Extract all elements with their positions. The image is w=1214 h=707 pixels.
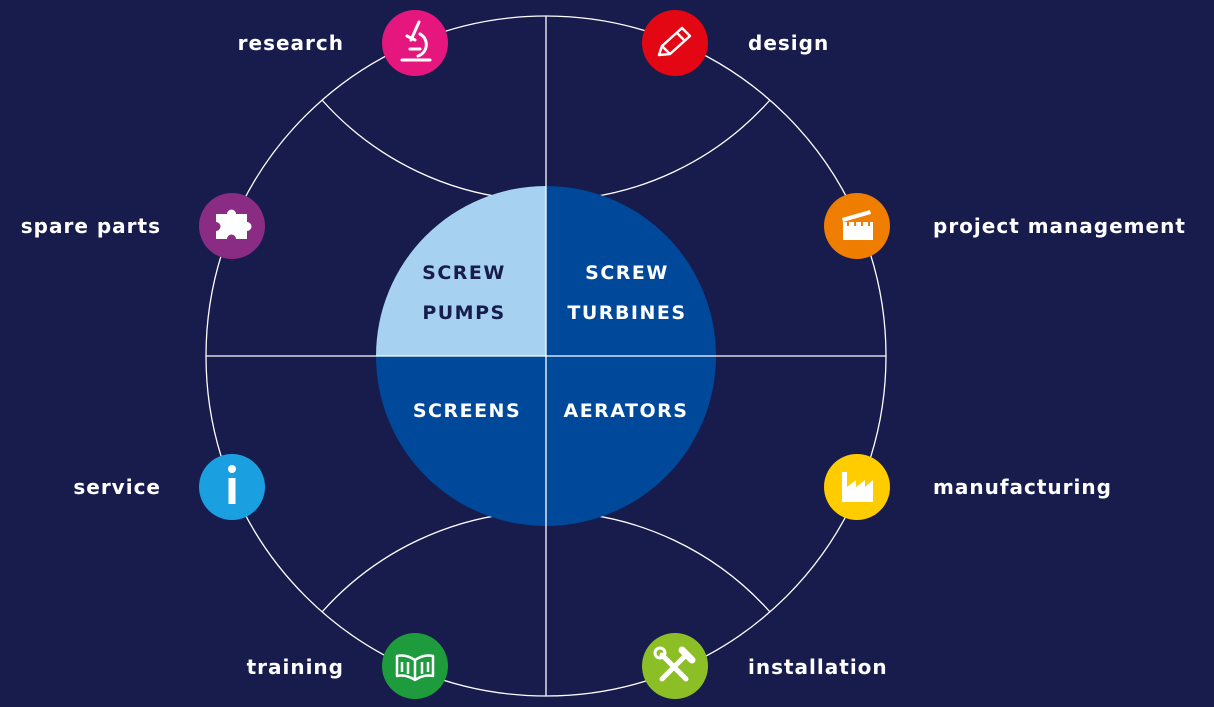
project-management-node[interactable] (824, 193, 890, 259)
service-node[interactable] (199, 454, 265, 520)
book-icon (395, 654, 435, 682)
spare-parts-label: spare parts (20, 214, 161, 238)
spare-parts-node[interactable] (199, 193, 265, 259)
installation-label: installation (748, 655, 888, 679)
segment-screens[interactable] (376, 356, 546, 526)
training-label: training (246, 655, 344, 679)
info-icon (228, 465, 236, 504)
factory-icon (842, 472, 873, 502)
microscope-icon (400, 20, 432, 62)
manufacturing-node[interactable] (824, 454, 890, 520)
clapperboard-icon (842, 210, 873, 240)
tools-icon (653, 646, 696, 682)
design-node[interactable] (642, 10, 708, 76)
research-badge (382, 10, 448, 76)
research-label: research (237, 31, 344, 55)
pencil-icon (657, 26, 692, 57)
design-label: design (748, 31, 830, 55)
segment-screw-turbines[interactable] (546, 186, 716, 356)
screw-pumps-line1: SCREW (422, 262, 506, 284)
training-node[interactable] (382, 633, 448, 699)
service-label: service (73, 475, 161, 499)
project-management-label: project management (933, 214, 1186, 238)
puzzle-icon (216, 209, 252, 239)
center-circle (376, 186, 716, 526)
installation-node[interactable] (642, 633, 708, 699)
screw-turbines-line1: SCREW (585, 262, 669, 284)
screens-label: SCREENS (413, 400, 521, 422)
design-badge (642, 10, 708, 76)
research-node[interactable] (382, 10, 448, 76)
aerators-label: AERATORS (564, 400, 689, 422)
screw-turbines-line2: TURBINES (567, 302, 686, 324)
segment-aerators[interactable] (546, 356, 716, 526)
screw-pumps-line2: PUMPS (422, 302, 505, 324)
manufacturing-label: manufacturing (933, 475, 1112, 499)
segment-screw-pumps[interactable] (376, 186, 546, 356)
